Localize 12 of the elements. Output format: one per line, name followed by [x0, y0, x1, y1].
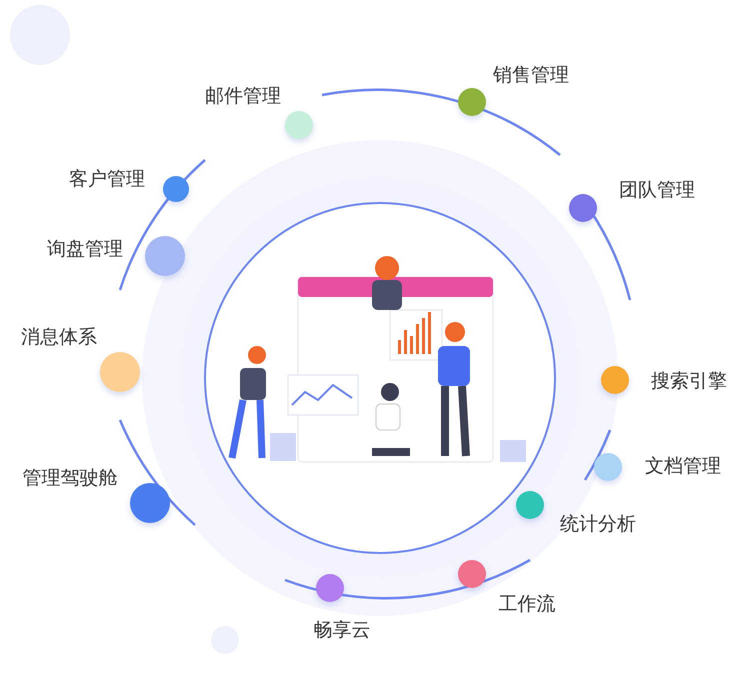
feature-label: 统计分析 [560, 512, 636, 536]
feature-label: 工作流 [498, 592, 556, 616]
feature-label: 销售管理 [493, 63, 569, 87]
feature-label: 消息体系 [21, 325, 97, 349]
feature-label: 客户管理 [69, 167, 145, 191]
feature-label: 团队管理 [619, 178, 695, 202]
feature-label: 文档管理 [645, 454, 721, 478]
feature-label: 邮件管理 [205, 84, 281, 108]
feature-label: 搜索引擎 [651, 369, 727, 393]
feature-label: 询盘管理 [47, 237, 123, 261]
feature-label: 畅享云 [314, 618, 370, 642]
feature-label: 管理驾驶舱 [22, 466, 118, 490]
